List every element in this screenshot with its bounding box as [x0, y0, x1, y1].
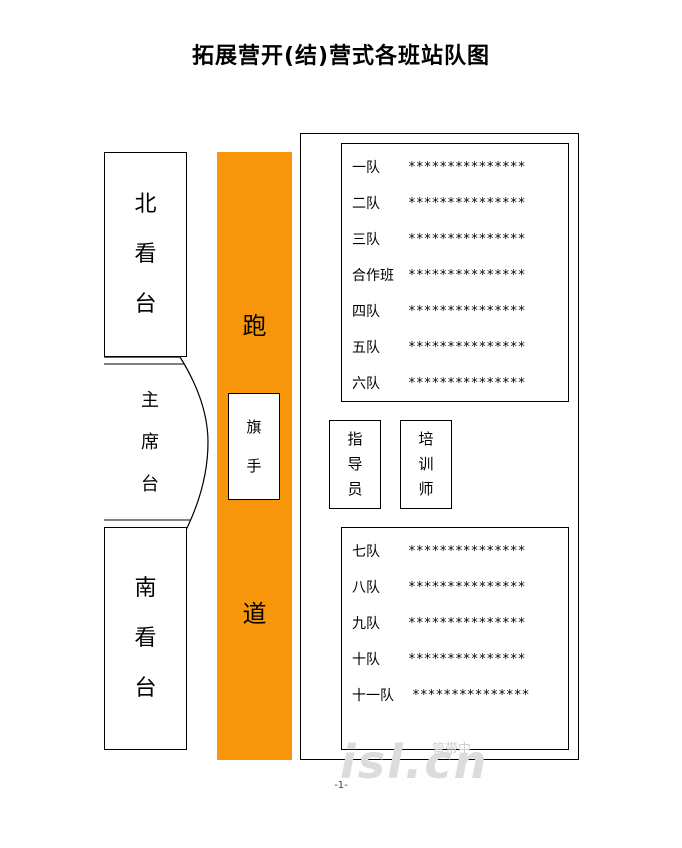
trainer-box: 培 训 师: [400, 420, 452, 509]
track-label-bottom: 道: [242, 600, 267, 628]
chairman-stand-char: 席: [141, 432, 159, 453]
south-stand: 南 看 台: [104, 527, 187, 750]
team-row: 二队 ***************: [352, 185, 568, 221]
team-row: 七队 ***************: [352, 533, 568, 569]
team-members: ***************: [408, 651, 526, 667]
team-name: 九队: [352, 616, 380, 632]
team-members: ***************: [408, 543, 526, 559]
south-stand-char: 台: [134, 675, 157, 701]
page-title: 拓展营开(结)营式各班站队图: [191, 44, 491, 69]
team-members: ***************: [408, 303, 526, 319]
team-name: 一队: [352, 160, 380, 176]
team-row: 十一队 ***************: [352, 677, 568, 713]
south-stand-char: 南: [134, 575, 157, 601]
team-row: 一队 ***************: [352, 149, 568, 185]
page-number: -1-: [334, 780, 348, 791]
team-group-lower: 七队 *************** 八队 *************** 九队…: [341, 527, 569, 750]
team-name: 五队: [352, 340, 380, 356]
team-name: 十一队: [352, 688, 394, 704]
instructor-box: 指 导 员: [329, 420, 381, 509]
flag-bearer-char: 旗: [246, 417, 262, 436]
trainer-char: 训: [418, 455, 434, 473]
team-row: 三队 ***************: [352, 221, 568, 257]
team-name: 三队: [352, 232, 380, 248]
north-stand-char: 北: [134, 191, 157, 217]
team-group-upper: 一队 *************** 二队 *************** 三队…: [341, 143, 569, 402]
instructor-char: 员: [347, 480, 363, 498]
team-name: 八队: [352, 580, 380, 596]
trainer-char: 培: [418, 430, 434, 448]
trainer-char: 师: [418, 480, 434, 498]
team-name: 十队: [352, 652, 380, 668]
team-name: 合作班: [352, 268, 394, 284]
track-label-top: 跑: [242, 312, 267, 340]
team-row: 合作班 ***************: [352, 257, 568, 293]
team-name: 四队: [352, 304, 380, 320]
watermark-logo: isl.cn: [340, 735, 489, 789]
field-outline: [300, 133, 579, 760]
team-name: 六队: [352, 376, 380, 392]
north-stand-char: 台: [134, 291, 157, 317]
team-row: 四队 ***************: [352, 293, 568, 329]
team-members: ***************: [408, 615, 526, 631]
team-members: ***************: [408, 195, 526, 211]
south-stand-char: 看: [134, 625, 157, 651]
team-members: ***************: [412, 687, 530, 703]
team-row: 五队 ***************: [352, 329, 568, 365]
chairman-stand-char: 台: [141, 474, 159, 495]
chairman-stand-char: 主: [141, 390, 159, 411]
team-members: ***************: [408, 339, 526, 355]
instructor-char: 指: [347, 430, 363, 448]
instructor-char: 导: [347, 455, 363, 473]
flag-bearer-box: 旗 手: [228, 393, 280, 500]
team-members: ***************: [408, 267, 526, 283]
watermark-subtext: 管带中: [432, 742, 472, 757]
team-row: 八队 ***************: [352, 569, 568, 605]
team-row: 六队 ***************: [352, 365, 568, 401]
team-members: ***************: [408, 579, 526, 595]
team-members: ***************: [408, 375, 526, 391]
team-row: 十队 ***************: [352, 641, 568, 677]
chairman-stand: 主 席 台: [104, 366, 196, 520]
team-row: 九队 ***************: [352, 605, 568, 641]
team-members: ***************: [408, 159, 526, 175]
team-members: ***************: [408, 231, 526, 247]
north-stand-char: 看: [134, 241, 157, 267]
team-name: 七队: [352, 544, 380, 560]
chairman-stand-outline: [104, 356, 209, 535]
team-name: 二队: [352, 196, 380, 212]
flag-bearer-char: 手: [246, 456, 262, 475]
north-stand: 北 看 台: [104, 152, 187, 357]
